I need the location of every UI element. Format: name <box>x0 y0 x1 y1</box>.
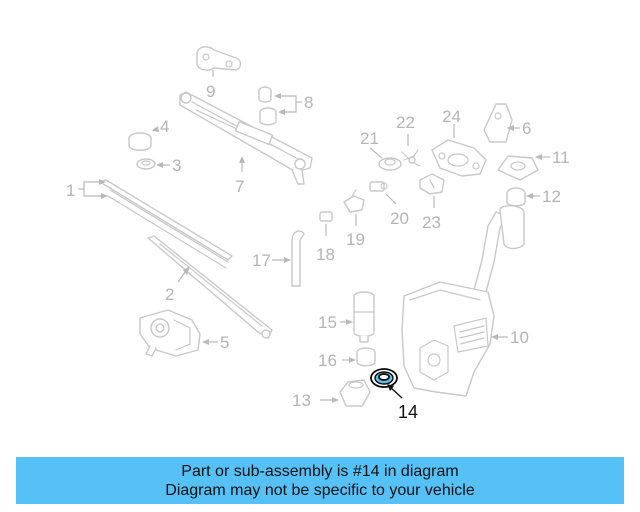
callout-2: 2 <box>165 285 174 304</box>
part-10-reservoir <box>401 205 525 397</box>
callout-22: 22 <box>396 113 415 132</box>
part-8-grommets <box>258 86 302 126</box>
callout-24: 24 <box>442 107 461 126</box>
callout-18: 18 <box>316 245 335 264</box>
part-7-linkage <box>179 91 313 185</box>
callout-5: 5 <box>220 333 229 352</box>
callout-20: 20 <box>390 209 409 228</box>
part-6-bracket <box>483 103 520 143</box>
part-14-seal-highlighted[interactable] <box>370 368 403 399</box>
part-11-cap <box>497 154 550 181</box>
callout-11: 11 <box>552 148 570 167</box>
part-2-wiper-arm <box>147 235 273 339</box>
callout-3: 3 <box>172 156 181 175</box>
part-21-grommet <box>369 147 402 171</box>
part-17-hose <box>272 230 305 287</box>
callout-23: 23 <box>422 213 441 232</box>
part-5-wiper-motor <box>139 309 218 357</box>
part-22-connector <box>401 134 421 167</box>
callout-8: 8 <box>304 93 313 112</box>
part-23-nozzle <box>419 173 445 208</box>
callout-16: 16 <box>318 351 337 370</box>
callout-6: 6 <box>522 119 531 138</box>
callout-4: 4 <box>160 117 169 136</box>
part-15-washer-pump <box>340 291 375 343</box>
part-16-grommet <box>342 347 376 367</box>
part-20-jet <box>369 181 397 205</box>
callout-19: 19 <box>346 230 365 249</box>
callout-1: 1 <box>66 181 75 200</box>
info-banner: Part or sub-assembly is #14 in diagram D… <box>16 457 624 504</box>
callout-7: 7 <box>235 177 244 196</box>
banner-line-1: Part or sub-assembly is #14 in diagram <box>181 462 459 480</box>
callout-17: 17 <box>252 251 271 270</box>
callout-13: 13 <box>292 391 311 410</box>
part-4-cap <box>128 126 159 151</box>
part-13-pump <box>320 379 371 407</box>
parts-diagram: 9 8 7 4 3 <box>66 46 570 422</box>
callout-15: 15 <box>318 313 337 332</box>
callout-21: 21 <box>360 129 379 148</box>
part-9-bracket <box>196 46 242 77</box>
callout-10: 10 <box>510 328 529 347</box>
part-12-filler-cap <box>506 187 540 207</box>
part-19-valve <box>343 189 365 226</box>
part-1-wiper-blade <box>78 179 233 269</box>
callout-14: 14 <box>398 402 418 422</box>
part-24-nozzle-bracket <box>431 124 487 177</box>
callout-12: 12 <box>542 187 561 206</box>
banner-line-2: Diagram may not be specific to your vehi… <box>165 481 475 499</box>
callout-9: 9 <box>206 82 215 101</box>
part-18-plug <box>319 211 333 236</box>
part-3-nut <box>136 158 170 170</box>
